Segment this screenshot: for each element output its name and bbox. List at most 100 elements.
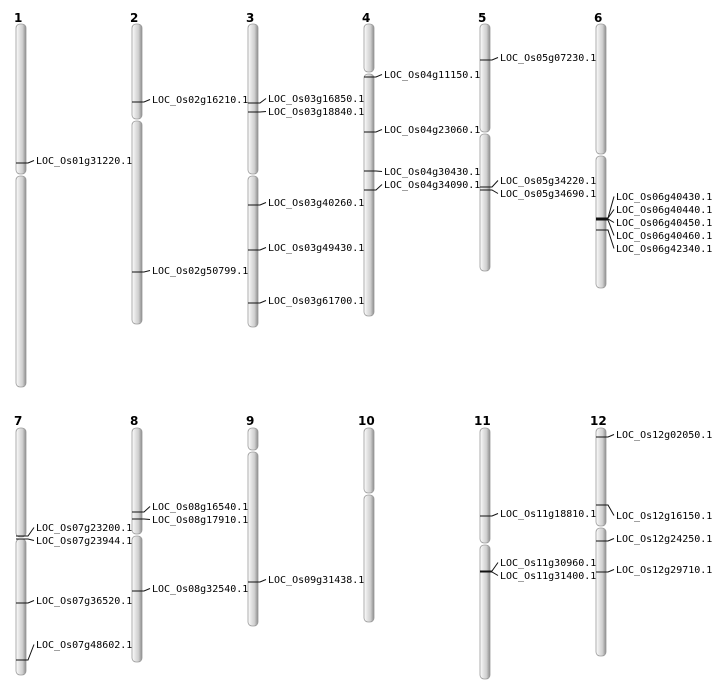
gene-leader-line xyxy=(374,170,383,172)
gene-label: LOC_Os12g16150.1 xyxy=(616,511,712,522)
chromosome-label: 12 xyxy=(590,414,607,428)
gene-label: LOC_Os02g16210.1 xyxy=(152,95,248,106)
gene-leader-line xyxy=(490,571,499,576)
gene-label: LOC_Os07g23944.1 xyxy=(36,536,132,547)
gene-label: LOC_Os04g34090.1 xyxy=(384,180,480,191)
chromosome-label: 8 xyxy=(130,414,138,428)
gene-label: LOC_Os12g02050.1 xyxy=(616,430,712,441)
chromosome-label: 10 xyxy=(358,414,375,428)
gene-leader-line xyxy=(142,270,151,273)
gene-label: LOC_Os03g61700.1 xyxy=(268,296,364,307)
chromosome-arm-long xyxy=(131,535,143,663)
gene-leader-line xyxy=(490,189,499,194)
chromosome-arm-short xyxy=(15,427,27,538)
gene-leader-line xyxy=(606,219,615,236)
chromosome-label: 3 xyxy=(246,11,254,25)
gene-label: LOC_Os08g32540.1 xyxy=(152,584,248,595)
gene-leader-line xyxy=(142,518,151,520)
gene-label: LOC_Os03g49430.1 xyxy=(268,243,364,254)
gene-label: LOC_Os06g40430.1 xyxy=(616,192,712,203)
chromosome-arm-short xyxy=(363,427,375,494)
chromosome-6: 6LOC_Os06g40430.1LOC_Os06g40440.1LOC_Os0… xyxy=(594,11,712,289)
gene-label: LOC_Os04g23060.1 xyxy=(384,125,480,136)
chromosome-label: 9 xyxy=(246,414,254,428)
gene-label: LOC_Os07g23200.1 xyxy=(36,523,132,534)
chromosome-arm-long xyxy=(247,451,259,627)
gene-label: LOC_Os03g16850.1 xyxy=(268,94,364,105)
gene-leader-line xyxy=(26,160,35,164)
gene-leader-line xyxy=(258,247,267,251)
gene-leader-line xyxy=(606,538,615,542)
chromosome-arm-long xyxy=(595,155,607,289)
gene-label: LOC_Os09g31438.1 xyxy=(268,575,364,586)
gene-label: LOC_Os05g34220.1 xyxy=(500,176,596,187)
chromosome-label: 4 xyxy=(362,11,370,25)
gene-leader-line xyxy=(606,434,615,438)
gene-label: LOC_Os08g16540.1 xyxy=(152,502,248,513)
gene-leader-line xyxy=(142,588,151,592)
chromosome-arm-long xyxy=(131,120,143,325)
chromosome-label: 6 xyxy=(594,11,602,25)
chromosome-8: 8LOC_Os08g16540.1LOC_Os08g17910.1LOC_Os0… xyxy=(130,414,248,663)
chromosome-arm-short xyxy=(247,427,259,451)
gene-leader-line xyxy=(26,644,35,661)
gene-leader-line xyxy=(606,218,615,223)
gene-label: LOC_Os05g34690.1 xyxy=(500,189,596,200)
gene-label: LOC_Os04g30430.1 xyxy=(384,167,480,178)
gene-label: LOC_Os06g42340.1 xyxy=(616,244,712,255)
chromosome-10: 10 xyxy=(358,414,375,623)
chromosome-arm-short xyxy=(131,427,143,535)
gene-label: LOC_Os05g07230.1 xyxy=(500,53,596,64)
gene-leader-line xyxy=(490,562,499,572)
chromosome-3: 3LOC_Os03g16850.1LOC_Os03g18840.1LOC_Os0… xyxy=(246,11,364,328)
chromosome-arm-short xyxy=(363,23,375,73)
gene-label: LOC_Os11g31400.1 xyxy=(500,571,596,582)
chromosome-label: 11 xyxy=(474,414,491,428)
chromosome-label: 5 xyxy=(478,11,486,25)
gene-leader-line xyxy=(606,209,615,219)
gene-label: LOC_Os12g29710.1 xyxy=(616,565,712,576)
chromosome-label: 2 xyxy=(130,11,138,25)
gene-label: LOC_Os08g17910.1 xyxy=(152,515,248,526)
chromosome-arm-long xyxy=(595,527,607,657)
gene-leader-line xyxy=(374,74,383,78)
chromosome-arm-long xyxy=(363,73,375,317)
gene-leader-line xyxy=(606,569,615,573)
gene-leader-line xyxy=(490,513,499,517)
gene-leader-line xyxy=(374,184,383,191)
chromosome-arm-long xyxy=(363,494,375,623)
chromosome-arm-short xyxy=(15,23,27,175)
chromosome-arm-short xyxy=(479,427,491,544)
chromosome-4: 4LOC_Os04g11150.1LOC_Os04g23060.1LOC_Os0… xyxy=(362,11,480,317)
gene-label: LOC_Os06g40450.1 xyxy=(616,218,712,229)
gene-leader-line xyxy=(374,129,383,133)
chromosome-5: 5LOC_Os05g07230.1LOC_Os05g34220.1LOC_Os0… xyxy=(478,11,596,272)
chromosome-arm-long xyxy=(247,175,259,328)
gene-leader-line xyxy=(26,527,35,537)
gene-label: LOC_Os03g18840.1 xyxy=(268,107,364,118)
gene-label: LOC_Os06g40440.1 xyxy=(616,205,712,216)
gene-label: LOC_Os11g30960.1 xyxy=(500,558,596,569)
chromosome-arm-long xyxy=(479,544,491,680)
gene-leader-line xyxy=(258,579,267,583)
gene-leader-line xyxy=(258,111,267,113)
gene-leader-line xyxy=(490,180,499,188)
gene-label: LOC_Os03g40260.1 xyxy=(268,198,364,209)
chromosome-arm-long xyxy=(479,133,491,272)
gene-label: LOC_Os07g48602.1 xyxy=(36,640,132,651)
gene-leader-line xyxy=(26,600,35,604)
gene-label: LOC_Os06g40460.1 xyxy=(616,231,712,242)
gene-leader-line xyxy=(606,504,615,516)
gene-leader-line xyxy=(258,98,267,104)
gene-label: LOC_Os07g36520.1 xyxy=(36,596,132,607)
gene-leader-line xyxy=(258,300,267,304)
gene-label: LOC_Os04g11150.1 xyxy=(384,70,480,81)
gene-leader-line xyxy=(142,506,151,513)
gene-leader-line xyxy=(490,57,499,61)
chromosome-arm-long xyxy=(15,538,27,676)
gene-leader-line xyxy=(26,538,35,541)
